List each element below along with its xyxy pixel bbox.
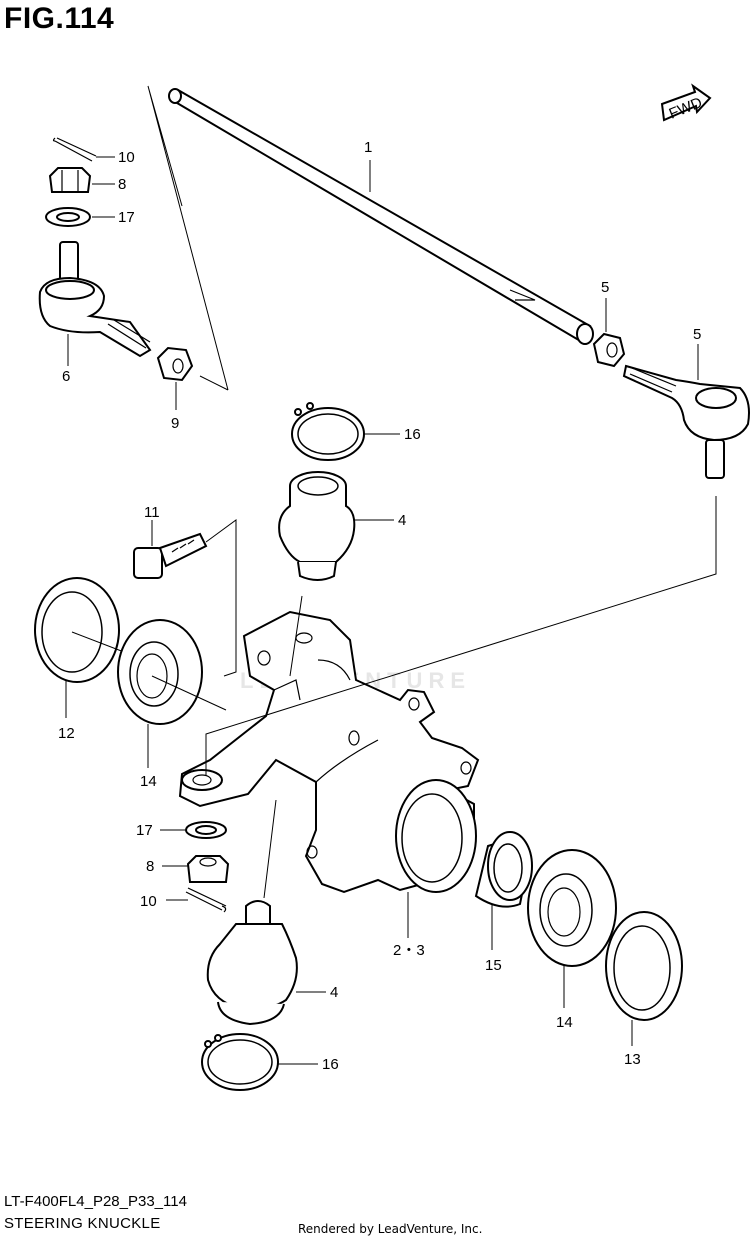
callout-11: 11 — [144, 504, 160, 521]
callout-16-lower: 16 — [322, 1056, 339, 1073]
seal-12[interactable] — [34, 577, 120, 683]
figure-name: STEERING KNUCKLE — [4, 1215, 161, 1232]
cotter-pin-lower[interactable] — [185, 887, 227, 913]
washer-lower[interactable] — [185, 821, 227, 839]
callout-13: 13 — [624, 1051, 641, 1068]
bolt-11[interactable] — [133, 532, 208, 579]
callout-4-lower: 4 — [330, 984, 338, 1001]
callout-15: 15 — [485, 957, 502, 974]
callout-14-left: 14 — [140, 773, 157, 790]
castle-nut-top[interactable] — [48, 167, 92, 193]
tie-rod-end-left[interactable] — [38, 241, 152, 358]
rendered-by: Rendered by LeadVenture, Inc. — [298, 1222, 483, 1236]
callout-2-3: 2・3 — [393, 942, 425, 959]
callout-7: 5 — [601, 279, 609, 296]
figure-title: FIG.114 — [4, 2, 115, 35]
callout-6: 6 — [62, 368, 70, 385]
steering-knuckle[interactable] — [178, 610, 480, 894]
callout-5: 5 — [693, 326, 701, 343]
seal-13[interactable] — [605, 911, 683, 1021]
callout-4-top: 4 — [398, 512, 406, 529]
callout-10-lower: 10 — [140, 893, 157, 910]
tie-rod-end-right[interactable] — [622, 364, 750, 479]
callout-16-top: 16 — [404, 426, 421, 443]
callout-8-lower: 8 — [146, 858, 154, 875]
callout-9: 9 — [171, 415, 179, 432]
ball-joint-lower[interactable] — [206, 900, 298, 1026]
bearing-left[interactable] — [117, 619, 203, 725]
callout-8-top: 8 — [118, 176, 126, 193]
washer-top[interactable] — [45, 207, 91, 227]
tie-rod[interactable] — [168, 88, 594, 345]
bushing-15[interactable] — [474, 831, 533, 908]
bearing-right[interactable] — [527, 849, 617, 967]
figure-code: LT-F400FL4_P28_P33_114 — [4, 1193, 187, 1210]
nut-7[interactable] — [592, 332, 626, 368]
cotter-pin-top[interactable] — [52, 137, 97, 162]
ball-joint-top[interactable] — [278, 471, 356, 581]
castle-nut-lower[interactable] — [186, 855, 230, 883]
circlip-lower[interactable] — [201, 1033, 279, 1091]
nut-9[interactable] — [156, 346, 194, 382]
fwd-label: FWD — [667, 94, 705, 123]
circlip-top[interactable] — [291, 402, 365, 461]
callout-1: 1 — [364, 139, 372, 156]
callout-17-top: 17 — [118, 209, 135, 226]
callout-10-top: 10 — [118, 149, 135, 166]
callout-12: 12 — [58, 725, 75, 742]
callout-14-right: 14 — [556, 1014, 573, 1031]
callout-17-lower: 17 — [136, 822, 153, 839]
fwd-arrow-icon: FWD — [660, 83, 712, 123]
